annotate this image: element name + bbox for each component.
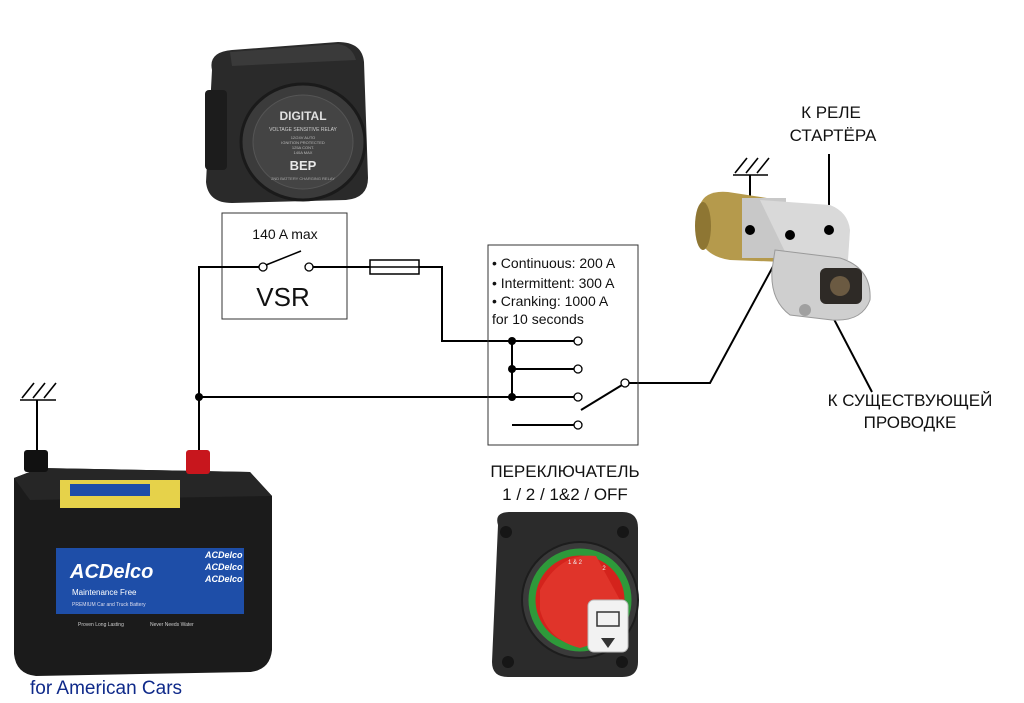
battery-switch-box: • Continuous: 200 A • Intermittent: 300 … bbox=[487, 244, 639, 446]
battery-photo: ACDelco Maintenance Free PREMIUM Car and… bbox=[14, 450, 272, 676]
switch-spec-cranking: • Cranking: 1000 A bbox=[492, 293, 609, 309]
vsr-device-fine1: 12/24V AUTO bbox=[291, 135, 316, 140]
battery-side-brand-3: ACDelco bbox=[204, 574, 243, 584]
switch-spec-continuous: • Continuous: 200 A bbox=[492, 255, 616, 271]
battery-footer-left: Proven Long Lasting bbox=[78, 622, 124, 628]
battery-small-text: PREMIUM Car and Truck Battery bbox=[72, 602, 146, 608]
switch-caption-modes: 1 / 2 / 1&2 / OFF bbox=[502, 485, 628, 504]
switch-spec-intermittent: • Intermittent: 300 A bbox=[492, 275, 615, 291]
battery-footer-right: Never Needs Water bbox=[150, 622, 194, 628]
switch-caption-title: ПЕРЕКЛЮЧАТЕЛЬ bbox=[490, 462, 639, 481]
switch-spec-duration: for 10 seconds bbox=[492, 311, 584, 327]
switch-knob-label-left: 1 & 2 bbox=[568, 560, 583, 566]
existing-wiring-label-line2: ПРОВОДКЕ bbox=[864, 413, 957, 432]
existing-wiring-label-line1: К СУЩЕСТВУЮЩЕЙ bbox=[828, 391, 993, 410]
ground-icon bbox=[733, 157, 770, 176]
vsr-device-fine2: IGNITION PROTECTED bbox=[281, 140, 325, 145]
vsr-box: 140 A max VSR bbox=[221, 212, 348, 320]
battery-side-brand-1: ACDelco bbox=[204, 550, 243, 560]
vsr-device-fine4: 140A MAX bbox=[294, 150, 313, 155]
switch-contact-icon bbox=[258, 250, 314, 272]
battery-caption: for American Cars bbox=[30, 678, 182, 699]
starter-motor-photo bbox=[695, 191, 871, 321]
vsr-device-ring: 2ND BATTERY CHARGING RELAY bbox=[271, 176, 335, 181]
vsr-rating: 140 A max bbox=[252, 226, 317, 242]
vsr-device-title: DIGITAL bbox=[279, 109, 326, 123]
ground-icon bbox=[20, 382, 57, 401]
fuse-icon bbox=[369, 259, 420, 275]
vsr-label: VSR bbox=[256, 282, 309, 312]
vsr-device-fine3: 125A CONT. bbox=[292, 145, 314, 150]
battery-switch-photo: 1 & 2 2 bbox=[492, 512, 639, 677]
switch-contacts bbox=[573, 336, 630, 430]
starter-relay-label-line2: СТАРТЁРА bbox=[790, 126, 877, 145]
vsr-device-photo: DIGITAL VOLTAGE SENSITIVE RELAY 12/24V A… bbox=[205, 42, 368, 203]
starter-relay-label-line1: К РЕЛЕ bbox=[801, 103, 861, 122]
battery-side-brand-2: ACDelco bbox=[204, 562, 243, 572]
switch-knob-label-right: 2 bbox=[602, 566, 606, 572]
vsr-device-logo: BEP bbox=[290, 158, 317, 173]
battery-brand: ACDelco bbox=[69, 561, 153, 583]
vsr-device-subtitle: VOLTAGE SENSITIVE RELAY bbox=[269, 127, 337, 133]
battery-subtitle: Maintenance Free bbox=[72, 588, 137, 597]
